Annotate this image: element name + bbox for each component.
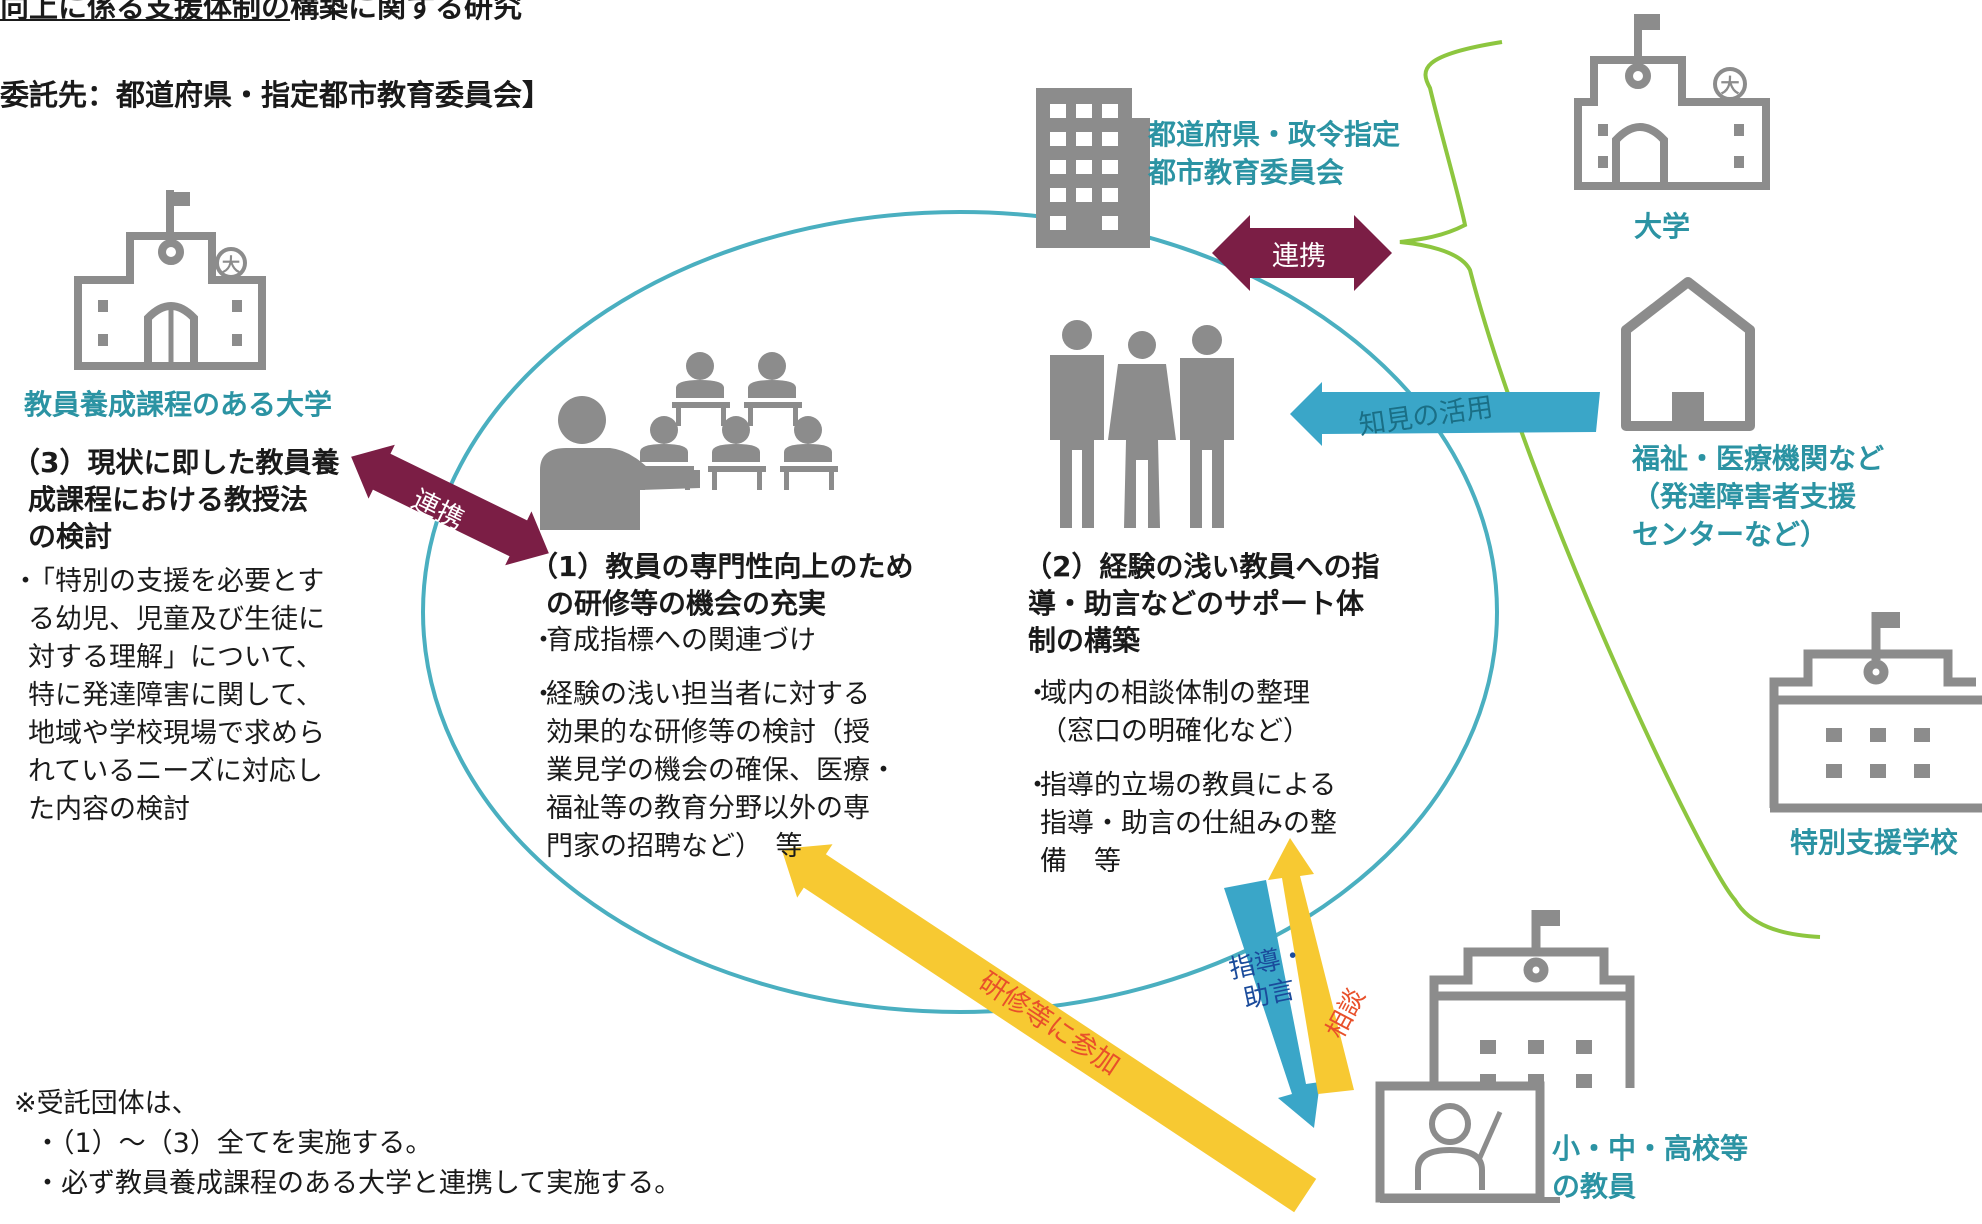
section1-text-line: 経験の浅い担当者に対する xyxy=(546,679,870,710)
section2-text-line: 域内の相談体制の整理 xyxy=(1040,678,1310,709)
university-left-icon: 大 xyxy=(74,190,266,370)
section2-bullet-2: ・ 指導的立場の教員による 指導・助言の仕組みの整 備 等 xyxy=(1024,767,1444,881)
footnote-line3: ・必ず教員養成課程のある大学と連携して実施する。 xyxy=(34,1168,682,1199)
sodan-arrow xyxy=(1268,838,1354,1094)
welfare-label-line2: （発達障害者支援 xyxy=(1632,480,1857,513)
section2-heading-line3: 制の構築 xyxy=(1028,624,1141,657)
university-left-label: 教員養成課程のある大学 xyxy=(24,388,333,421)
section3-heading-line2: 成課程における教授法 xyxy=(28,483,309,516)
section2: （2）経験の浅い教員への指 導・助言などのサポート体 制の構築 ・ 域内の相談体… xyxy=(1024,548,1444,881)
renkei-top-arrow xyxy=(1212,215,1392,291)
section1-heading-line1: （1）教員の専門性向上のため xyxy=(530,550,914,583)
university-right-label: 大学 xyxy=(1634,210,1691,243)
page-title-line2: 委託先：都道府県・指定都市教育委員会】 xyxy=(0,78,552,112)
svg-text:大: 大 xyxy=(222,254,240,276)
section1-bullet-2: ・ 経験の浅い担当者に対する 効果的な研修等の検討（授 業見学の機会の確保、医療… xyxy=(530,676,960,866)
board-building-icon xyxy=(1036,88,1150,248)
section2-text-line: 指導・助言の仕組みの整 xyxy=(1040,808,1337,839)
page-title-rest: 構築に関する研究 xyxy=(290,0,523,24)
renkei-left-arrow xyxy=(351,444,549,566)
renkei-top-label: 連携 xyxy=(1272,241,1326,272)
welfare-label: 福祉・医療機関など （発達障害者支援 センターなど） xyxy=(1632,440,1972,554)
section1-text-line: 業見学の機会の確保、医療・ xyxy=(546,755,897,786)
svg-text:大: 大 xyxy=(1720,74,1739,97)
footnote-line1: ※受託団体は、 xyxy=(14,1088,199,1119)
chiken-arrow xyxy=(1290,382,1600,446)
page-title-line1: 向上に係る支援体制の構築に関する研究 xyxy=(0,0,522,26)
section3: （3）現状に即した教員養 成課程における教授法 の検討 ・ 「特別の支援を必要と… xyxy=(12,444,342,829)
teachers-label-line1: 小・中・高校等 xyxy=(1552,1132,1749,1165)
section3-text-line: 対する理解」について、 xyxy=(28,642,323,673)
board-label: 都道府県・政令指定 都市教育委員会 xyxy=(1148,116,1448,192)
section2-bullet-1: ・ 域内の相談体制の整理 （窓口の明確化など） xyxy=(1024,675,1444,751)
section1: （1）教員の専門性向上のため の研修等の機会の充実 ・育成指標への関連づけ ・ … xyxy=(530,548,960,866)
section1-text-line: 福祉等の教育分野以外の専 xyxy=(546,793,870,824)
section2-heading-line1: （2）経験の浅い教員への指 xyxy=(1024,550,1380,583)
page-title-underlined: 向上に係る支援体制の xyxy=(0,0,291,24)
kenshu-arrow xyxy=(781,844,1317,1213)
board-label-line2: 都市教育委員会 xyxy=(1148,156,1345,189)
section2-text-line: 指導的立場の教員による xyxy=(1040,770,1337,801)
section2-heading: （2）経験の浅い教員への指 導・助言などのサポート体 制の構築 xyxy=(1024,548,1444,659)
section3-text-line: 「特別の支援を必要とす xyxy=(28,566,325,597)
special-school-icon xyxy=(1769,612,1982,813)
school-teacher-icon xyxy=(1375,910,1635,1203)
section1-bullet-1: ・育成指標への関連づけ xyxy=(530,625,816,656)
teachers-label: 小・中・高校等 の教員 xyxy=(1552,1130,1748,1206)
section1-heading: （1）教員の専門性向上のため の研修等の機会の充実 xyxy=(530,548,960,622)
section2-heading-line2: 導・助言などのサポート体 xyxy=(1028,587,1365,620)
footnote-line2: ・（1）～（3）全てを実施する。 xyxy=(34,1128,433,1159)
section3-text-line: れているニーズに対応し xyxy=(28,756,323,787)
house-icon xyxy=(1621,277,1755,431)
section3-text-line: た内容の検討 xyxy=(28,794,190,825)
section1-text-line: 効果的な研修等の検討（授 xyxy=(546,717,870,748)
section3-text-line: る幼児、児童及び生徒に xyxy=(28,604,325,635)
special-school-label: 特別支援学校 xyxy=(1790,826,1959,859)
section2-text-line: （窓口の明確化など） xyxy=(1040,716,1310,747)
section3-bullet: ・ 「特別の支援を必要とす る幼児、児童及び生徒に 対する理解」について、 特に… xyxy=(12,563,342,829)
board-label-line1: 都道府県・政令指定 xyxy=(1148,118,1401,151)
section3-text-line: 地域や学校現場で求めら xyxy=(28,718,325,749)
welfare-label-line1: 福祉・医療機関など xyxy=(1632,442,1885,475)
university-right-icon: 大 xyxy=(1574,14,1770,190)
section3-text-line: 特に発達障害に関して、 xyxy=(28,680,323,711)
section1-text-line: 門家の招聘など） 等 xyxy=(546,831,803,862)
main-ellipse xyxy=(421,210,1499,1014)
welfare-label-line3: センターなど） xyxy=(1632,518,1829,551)
section3-heading-line1: （3）現状に即した教員養 xyxy=(12,446,340,479)
teachers-label-line2: の教員 xyxy=(1552,1170,1637,1203)
section1-heading-line2: の研修等の機会の充実 xyxy=(546,587,827,620)
green-brace xyxy=(1399,40,1821,939)
section3-heading-line3: の検討 xyxy=(28,520,113,553)
three-people-icon xyxy=(1050,320,1234,528)
section2-text-line: 備 等 xyxy=(1040,846,1121,877)
section3-heading: （3）現状に即した教員養 成課程における教授法 の検討 xyxy=(12,444,342,555)
training-people-icon xyxy=(540,352,838,530)
shido-arrow xyxy=(1224,880,1320,1128)
footnote: ※受託団体は、 ・（1）～（3）全てを実施する。 ・必ず教員養成課程のある大学と… xyxy=(14,1084,681,1204)
